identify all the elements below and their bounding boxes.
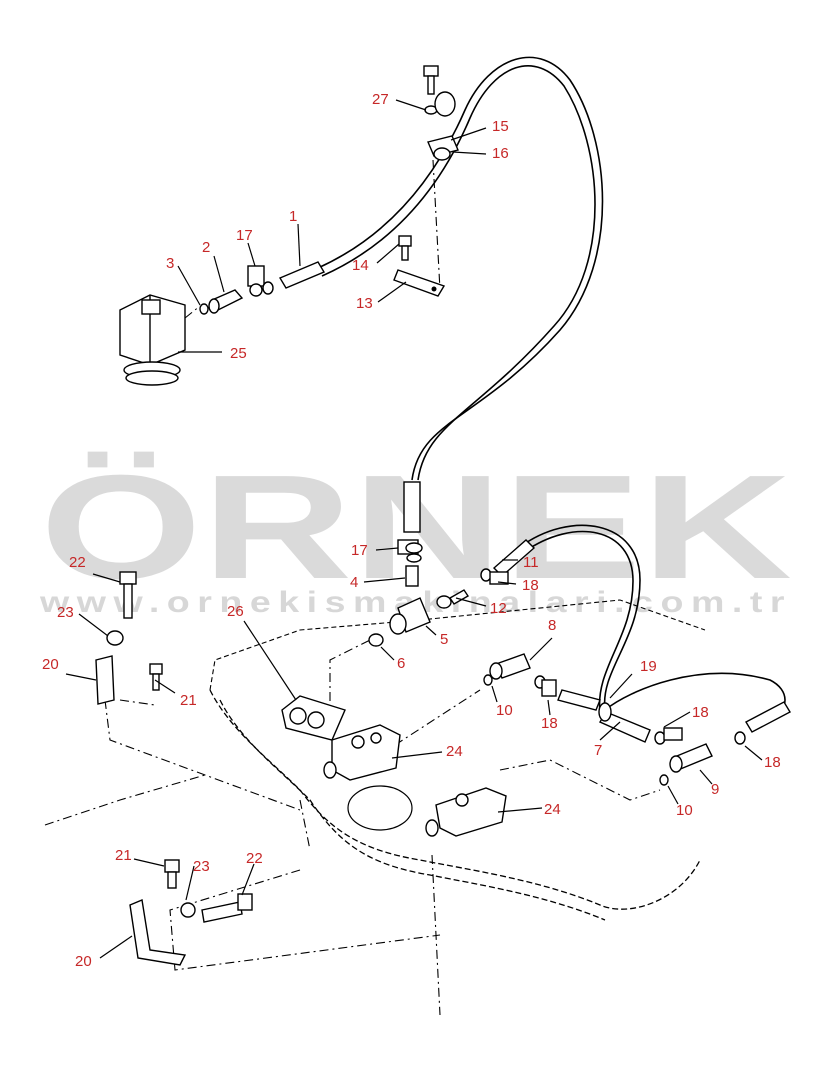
hose-upper-b (321, 65, 596, 481)
frame-upper-link (432, 159, 441, 291)
part-block-24-lower (425, 787, 507, 837)
callout-21-lower: 21 (115, 847, 132, 864)
part-nipple-4 (405, 565, 419, 587)
callout-1: 1 (289, 208, 297, 225)
part-oring-10-upper (483, 674, 493, 686)
dash-25-to-2 (184, 305, 201, 319)
part-bracket-20-lower (129, 899, 187, 966)
part-bolt-12 (436, 589, 469, 609)
part-sleeve-19 (598, 702, 612, 722)
frame-hole (347, 785, 413, 831)
callout-24-lower: 24 (544, 801, 561, 818)
callout-24-upper: 24 (446, 743, 463, 760)
frame-lower-mid (169, 869, 441, 971)
callout-16: 16 (492, 145, 509, 162)
part-bolt-21-upper (149, 663, 163, 691)
part-elbow-18-mid (534, 675, 557, 697)
part-oring-10-lower (659, 774, 669, 786)
callout-18-c: 18 (692, 704, 709, 721)
part-adapter-2 (208, 289, 244, 314)
callout-13: 13 (356, 295, 373, 312)
frame-lower-left (44, 774, 206, 826)
callout-25: 25 (230, 345, 247, 362)
callout-20-upper: 20 (42, 656, 59, 673)
dash-20-to-frame (104, 699, 301, 811)
part-elbow-18-right (654, 727, 683, 745)
part-bolt-21-lower (164, 859, 180, 889)
part-clip-15-16 (427, 91, 459, 161)
part-bolt-22-lower (201, 893, 253, 923)
callout-17-mid: 17 (351, 542, 368, 559)
hose-upper (317, 56, 604, 481)
callout-9: 9 (711, 781, 719, 798)
part-elbow-17-upper (247, 265, 274, 297)
callout-14: 14 (352, 257, 369, 274)
part-hose-end-right (734, 701, 791, 745)
callout-21-upper: 21 (180, 692, 197, 709)
frame-outline (44, 159, 706, 1016)
watermark: ÖRNEK www.ornekismakinalari.com.tr (39, 445, 792, 619)
part-elbow-18-upper (480, 568, 509, 585)
hose-right (519, 524, 786, 721)
connection-lines (104, 305, 661, 811)
dash-24-to-10 (499, 759, 661, 801)
dash-26-to-5 (329, 639, 371, 720)
callout-3: 3 (166, 255, 174, 272)
part-valve-5 (389, 597, 431, 635)
callout-8: 8 (548, 617, 556, 634)
dash-24-to-8 (394, 689, 481, 746)
callout-6: 6 (397, 655, 405, 672)
part-bolt-22-upper (119, 571, 137, 619)
part-elbow-17-mid (397, 539, 423, 563)
dash-21-to-20 (119, 699, 156, 706)
frame-body-inner (219, 699, 606, 921)
part-seal-3 (199, 303, 209, 315)
callout-27: 27 (372, 91, 389, 108)
callout-5: 5 (440, 631, 448, 648)
callout-10-upper: 10 (496, 702, 513, 719)
part-bolt-27 (423, 65, 439, 115)
frame-panel (209, 599, 706, 691)
leader-lines (65, 99, 763, 959)
part-block-24-upper (323, 724, 401, 781)
callout-19: 19 (640, 658, 657, 675)
callout-10-lower: 10 (676, 802, 693, 819)
part-clamp-13 (393, 269, 446, 297)
part-washer-23-upper (106, 630, 124, 646)
callout-18-b: 18 (541, 715, 558, 732)
callout-15: 15 (492, 118, 509, 135)
part-valve-26 (281, 695, 346, 741)
hose-lines (317, 56, 786, 721)
part-fitting-9 (669, 743, 713, 773)
part-hose-1-fitting (278, 261, 326, 289)
part-washer-23-lower (180, 902, 196, 918)
callout-12: 12 (490, 600, 507, 617)
callout-numbers: 1 2 3 17 14 13 25 27 15 16 22 23 20 21 2… (42, 91, 781, 970)
callout-2: 2 (202, 239, 210, 256)
frame-vertical-2 (299, 799, 311, 851)
callout-7: 7 (594, 742, 602, 759)
callout-26: 26 (227, 603, 244, 620)
callout-22-lower: 22 (246, 850, 263, 867)
callout-11: 11 (523, 554, 539, 571)
callout-22-upper: 22 (69, 554, 86, 571)
part-fitting-8 (489, 653, 531, 680)
part-bolt-14 (398, 235, 412, 261)
callout-23-lower: 23 (193, 858, 210, 875)
part-bracket-20-upper (95, 655, 115, 705)
part-hose-end-upper (403, 481, 421, 533)
hose-right-b (523, 530, 634, 713)
part-solenoid-25 (119, 294, 186, 386)
callout-18-a: 18 (522, 577, 539, 594)
callout-18-d: 18 (764, 754, 781, 771)
callout-4: 4 (350, 574, 358, 591)
callout-20-lower: 20 (75, 953, 92, 970)
callout-17-upper: 17 (236, 227, 253, 244)
callout-23-upper: 23 (57, 604, 74, 621)
part-oring-6 (368, 633, 384, 647)
frame-vertical (431, 854, 441, 1016)
